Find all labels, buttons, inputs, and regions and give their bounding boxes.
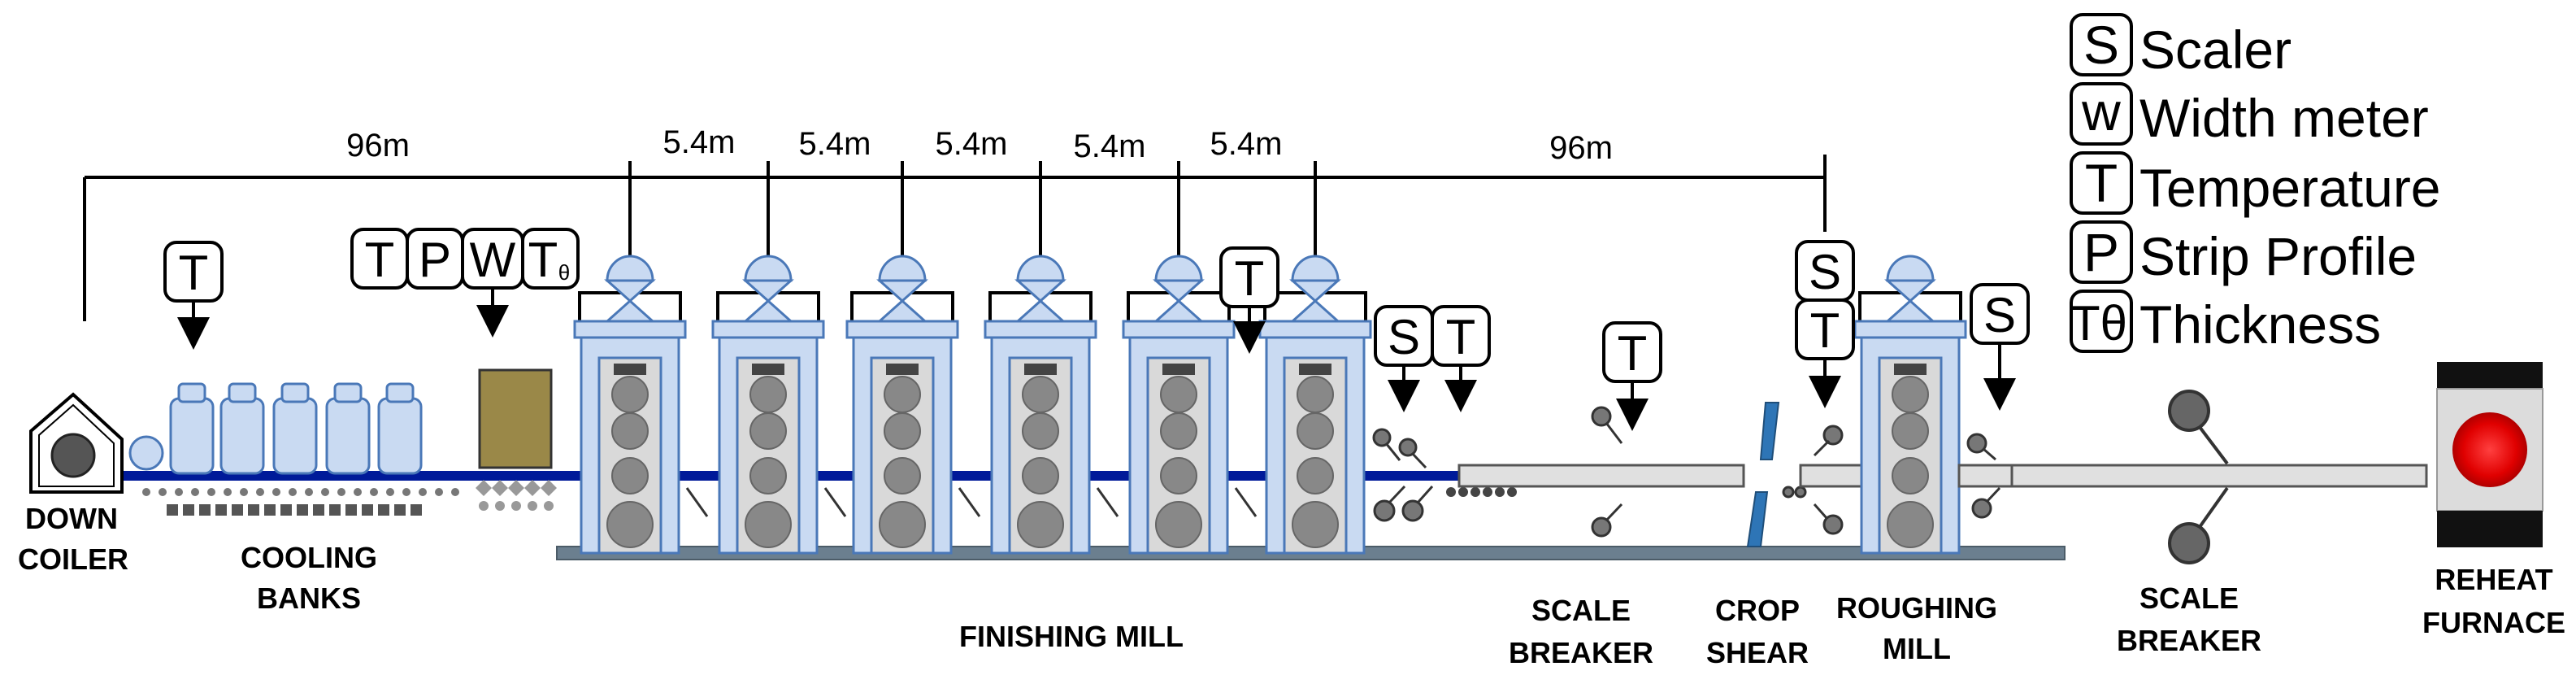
finishing-stand-2 [711,255,825,555]
sensor-symbol: W [470,233,516,287]
legend-symbol: Tθ [2070,296,2127,351]
table-rollers [1446,487,1517,497]
label-down-coiler: DOWN COILER [18,502,128,576]
sensor-stack-roughing: S T [1795,240,1855,408]
legend-symbol: T [2085,153,2118,213]
label-line: MILL [1883,632,1951,665]
finishing-stand-4 [984,255,1097,555]
temperature-sensor-delay-table: T [1602,321,1662,431]
crop-shear [1746,402,1780,547]
legend-item-scaler: S Scaler [2070,13,2291,80]
legend-label: Thickness [2139,294,2381,355]
label-scale-breaker-1: SCALE BREAKER [1509,594,1653,669]
label-line: REHEAT [2435,563,2552,596]
measuring-box [478,368,553,469]
sensor-symbol: S [1983,288,2016,342]
down-coiler [29,392,164,494]
sensor-symbol: T [1446,310,1476,364]
label-line: DOWN [25,502,118,535]
label-line: SCALE [2139,582,2239,615]
sensor-symbol: T [1618,326,1648,381]
roughing-mill-stand [1853,255,1967,555]
label-line: SCALE [1531,594,1631,627]
roughing-entry-rollers [1782,425,1844,535]
reheat-furnace [2436,362,2543,547]
scale-breaker-2 [2168,390,2229,564]
label-reheat-furnace: REHEAT FURNACE [2422,563,2565,639]
label-line: ROUGHING [1836,591,1997,625]
sensor-group-run-out: T P W T θ [350,228,580,338]
label-line: COILER [18,542,128,576]
legend-label: Temperature [2139,158,2441,218]
dimension-lines [83,155,1827,321]
sensor-symbol: T [179,246,209,300]
slab [2010,464,2428,488]
legend-symbol: P [2083,222,2119,282]
scaler-sensor-roughing-entry: S [1970,283,2030,411]
legend-label: Strip Profile [2139,226,2417,286]
dimension-stand-gap-5: 5.4m [1210,126,1283,162]
dimension-delay-table: 96m [1549,130,1613,166]
label-line: SHEAR [1706,636,1809,669]
label-line: CROP [1715,594,1800,627]
label-line: BANKS [257,582,361,615]
label-scale-breaker-2: SCALE BREAKER [2117,582,2261,657]
legend: S Scaler w Width meter T Temperature P S… [2070,13,2441,355]
dimension-run-out: 96m [346,128,410,163]
transfer-bar [1457,464,1745,488]
label-roughing-mill: ROUGHING MILL [1836,591,1997,665]
legend-symbol: w [2081,81,2121,142]
dimension-stand-gap-2: 5.4m [799,126,871,162]
legend-label: Scaler [2139,20,2291,80]
label-line: FURNACE [2422,606,2565,639]
label-line: COOLING [241,541,377,574]
measuring-box-rollers [476,480,557,511]
sensor-symbol: P [419,233,451,287]
legend-item-strip-profile: P Strip Profile [2070,220,2417,286]
label-cooling-banks: COOLING BANKS [241,541,377,615]
label-crop-shear: CROP SHEAR [1706,594,1809,669]
temperature-sensor-cooling: T [163,241,224,350]
legend-item-width-meter: w Width meter [2070,81,2429,148]
legend-symbol: S [2083,15,2119,75]
dimension-stand-gap-1: 5.4m [663,124,736,160]
sensor-symbol: T [1810,303,1840,358]
roughing-bar-entry [1799,464,1863,488]
finishing-stand-1 [573,255,687,555]
sensor-symbol: S [1388,310,1420,364]
cooling-banks [142,382,459,516]
dimension-stand-gap-4: 5.4m [1074,129,1146,164]
dimension-stand-gap-3: 5.4m [936,126,1008,162]
label-line: BREAKER [1509,636,1653,669]
legend-item-thickness: Tθ Thickness [2070,290,2381,355]
finishing-stand-5 [1122,255,1236,555]
sensor-symbol: T [365,233,395,287]
scale-breaker-1 [1591,406,1623,538]
temperature-sensor-finishing: T [1219,246,1279,354]
descaler-sprays [1372,428,1434,522]
sensor-subscript: θ [558,260,570,285]
legend-label: Width meter [2139,88,2429,148]
sensor-group-finishing-entry: S T [1374,305,1491,412]
label-line: BREAKER [2117,624,2261,657]
legend-item-temperature: T Temperature [2070,151,2441,218]
roughing-exit-rollers [1966,433,2001,519]
inter-stand-loopers [685,487,1258,517]
label-finishing-mill: FINISHING MILL [959,620,1184,653]
finishing-stand-3 [845,255,959,555]
sensor-symbol: T [1235,251,1265,306]
sensor-symbol: T [528,233,558,287]
sensor-symbol: S [1809,245,1841,299]
